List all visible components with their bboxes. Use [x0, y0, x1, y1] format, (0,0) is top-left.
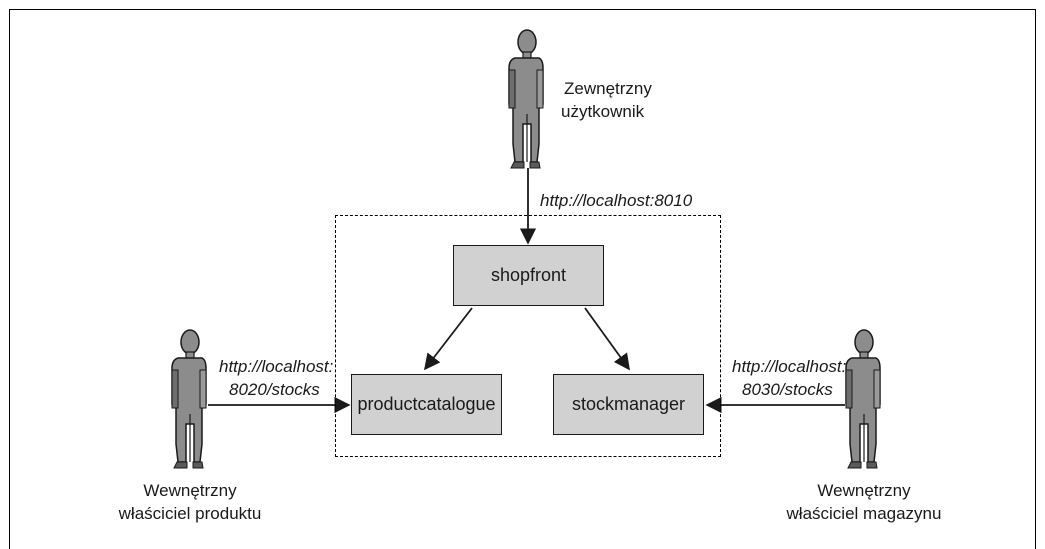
stock-owner-label-line2: właściciel magazynu	[786, 504, 942, 523]
external-user-label-line1: Zewnętrzny	[564, 79, 652, 98]
stock-owner-icon	[845, 329, 881, 469]
shopfront-label: shopfront	[490, 265, 567, 285]
arrow-shopfront-to-stockmanager	[584, 307, 630, 371]
shopfront-node: shopfront	[453, 245, 604, 306]
figure-frame	[9, 9, 1036, 549]
external-link-label: http://localhost:8010	[540, 191, 693, 210]
external-user-icon	[508, 29, 544, 169]
stock-owner-label-line1: Wewnętrzny	[817, 481, 911, 500]
arrow-shopfront-to-productcatalogue	[424, 307, 473, 371]
product-link-label-line1: http://localhost:	[219, 357, 334, 376]
productcatalogue-node: productcatalogue	[351, 374, 502, 435]
product-owner-label-line1: Wewnętrzny	[143, 481, 237, 500]
productcatalogue-label: productcatalogue	[357, 394, 496, 414]
external-user-label-line2: użytkownik	[561, 102, 645, 121]
stock-link-label-line2: 8030/stocks	[742, 380, 833, 399]
stockmanager-node: stockmanager	[553, 374, 704, 435]
stockmanager-label: stockmanager	[571, 394, 686, 414]
stock-link-label-line1: http://localhost:	[732, 357, 847, 376]
service-boundary	[335, 215, 721, 457]
product-link-label-line2: 8020/stocks	[229, 380, 320, 399]
product-owner-icon	[171, 329, 207, 469]
product-owner-label-line2: właściciel produktu	[118, 504, 262, 523]
